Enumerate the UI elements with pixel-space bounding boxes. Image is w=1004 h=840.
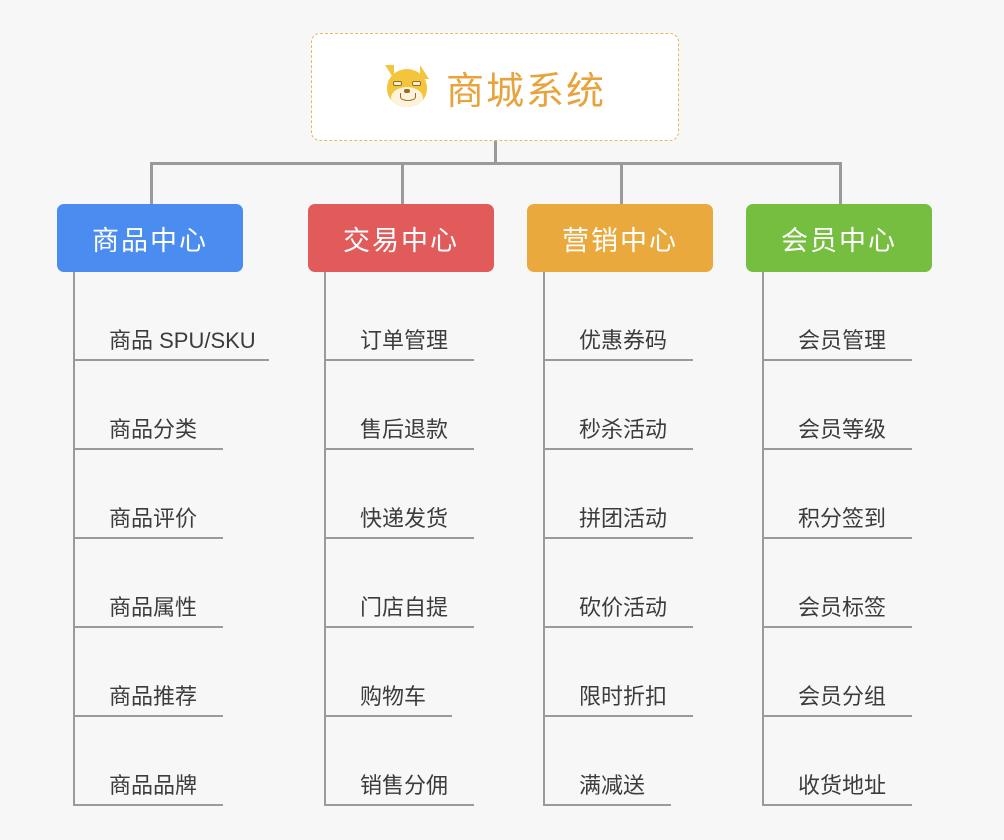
leaf-item[interactable]: 商品属性: [73, 539, 243, 628]
leaf-item-label: 商品推荐: [109, 684, 198, 709]
leaf-item-label: 商品品牌: [109, 773, 198, 798]
category-trade-center[interactable]: 交易中心: [308, 204, 494, 272]
leaf-item-rule: [324, 537, 474, 539]
leaf-item-label: 会员等级: [798, 417, 887, 442]
leaf-item[interactable]: 门店自提: [324, 539, 494, 628]
leaf-item-label: 商品分类: [109, 417, 198, 442]
leaf-item[interactable]: 商品评价: [73, 450, 243, 539]
leaf-item-rule: [762, 359, 912, 361]
leaf-item-label: 商品评价: [109, 506, 198, 531]
category-product-center[interactable]: 商品中心: [57, 204, 243, 272]
shiba-dog-face-icon: [384, 63, 432, 111]
leaf-item[interactable]: 销售分佣: [324, 717, 494, 806]
leaf-item[interactable]: 会员分组: [762, 628, 932, 717]
leaf-item-label: 会员标签: [798, 595, 887, 620]
leaf-item-label: 订单管理: [360, 328, 449, 353]
leaf-item[interactable]: 拼团活动: [543, 450, 713, 539]
leaf-item[interactable]: 收货地址: [762, 717, 932, 806]
leaf-item[interactable]: 限时折扣: [543, 628, 713, 717]
column-trade-center: 交易中心订单管理售后退款快递发货门店自提购物车销售分佣: [308, 204, 494, 806]
leaf-spine-member-center: [762, 272, 764, 806]
leaf-item-rule: [543, 715, 693, 717]
leaf-item-rule: [73, 537, 223, 539]
leaf-item-rule: [762, 626, 912, 628]
leaf-item-label: 会员管理: [798, 328, 887, 353]
leaf-item-rule: [543, 537, 693, 539]
leaf-item-rule: [543, 804, 671, 806]
leaf-item-label: 商品 SPU/SKU: [109, 328, 256, 353]
leaf-item-rule: [324, 626, 474, 628]
leaf-item[interactable]: 购物车: [324, 628, 494, 717]
leaf-item[interactable]: 砍价活动: [543, 539, 713, 628]
connector-drop-product-center: [150, 162, 153, 204]
leaf-item[interactable]: 商品品牌: [73, 717, 243, 806]
connector-stem: [494, 141, 497, 165]
leaf-item[interactable]: 优惠券码: [543, 272, 713, 361]
root-node[interactable]: 商城系统: [311, 33, 679, 141]
leaf-item[interactable]: 会员标签: [762, 539, 932, 628]
column-product-center: 商品中心商品 SPU/SKU 商品分类商品评价商品属性商品推荐商品品牌: [57, 204, 269, 806]
root-title: 商城系统: [445, 70, 606, 113]
leaf-item[interactable]: 秒杀活动: [543, 361, 713, 450]
leaf-item-label: 限时折扣: [579, 684, 668, 709]
connector-drop-marketing-center: [620, 162, 623, 204]
leaf-item-rule: [543, 359, 693, 361]
leaf-item-label: 秒杀活动: [579, 417, 668, 442]
leaf-item[interactable]: 商品 SPU/SKU: [73, 272, 269, 361]
leaf-item-rule: [73, 715, 223, 717]
leaf-item[interactable]: 会员等级: [762, 361, 932, 450]
category-marketing-center[interactable]: 营销中心: [527, 204, 713, 272]
leaf-item-label: 门店自提: [360, 595, 449, 620]
leaf-item-rule: [762, 448, 912, 450]
leaf-item[interactable]: 售后退款: [324, 361, 494, 450]
leaf-list-product-center: 商品 SPU/SKU 商品分类商品评价商品属性商品推荐商品品牌: [73, 272, 269, 806]
leaf-item-label: 收货地址: [798, 773, 887, 798]
leaf-item[interactable]: 快递发货: [324, 450, 494, 539]
leaf-item-label: 会员分组: [798, 684, 887, 709]
leaf-item-rule: [73, 626, 223, 628]
leaf-list-member-center: 会员管理会员等级积分签到会员标签会员分组收货地址: [762, 272, 932, 806]
leaf-item-label: 快递发货: [360, 506, 449, 531]
leaf-item-label: 商品属性: [109, 595, 198, 620]
leaf-item-label: 砍价活动: [579, 595, 668, 620]
leaf-spine-trade-center: [324, 272, 326, 806]
leaf-item-rule: [762, 804, 912, 806]
leaf-item-rule: [762, 715, 912, 717]
leaf-item-rule: [324, 804, 474, 806]
leaf-item-label: 优惠券码: [579, 328, 668, 353]
leaf-item-rule: [324, 359, 474, 361]
leaf-item-rule: [73, 448, 223, 450]
leaf-list-marketing-center: 优惠券码秒杀活动拼团活动砍价活动限时折扣满减送: [543, 272, 713, 806]
leaf-item[interactable]: 积分签到: [762, 450, 932, 539]
leaf-item[interactable]: 满减送: [543, 717, 713, 806]
leaf-list-trade-center: 订单管理售后退款快递发货门店自提购物车销售分佣: [324, 272, 494, 806]
leaf-item-label: 购物车: [360, 684, 427, 709]
leaf-item-rule: [543, 626, 693, 628]
leaf-item-rule: [73, 804, 223, 806]
leaf-item-rule: [762, 537, 912, 539]
connector-drop-member-center: [839, 162, 842, 204]
leaf-item[interactable]: 订单管理: [324, 272, 494, 361]
leaf-spine-marketing-center: [543, 272, 545, 806]
leaf-spine-product-center: [73, 272, 75, 806]
leaf-item-label: 拼团活动: [579, 506, 668, 531]
leaf-item-rule: [543, 448, 693, 450]
leaf-item-label: 销售分佣: [360, 773, 449, 798]
leaf-item[interactable]: 会员管理: [762, 272, 932, 361]
leaf-item-rule: [73, 359, 269, 361]
connector-bar: [150, 162, 840, 165]
column-marketing-center: 营销中心优惠券码秒杀活动拼团活动砍价活动限时折扣满减送: [527, 204, 713, 806]
leaf-item-rule: [324, 448, 474, 450]
leaf-item-label: 售后退款: [360, 417, 449, 442]
category-member-center[interactable]: 会员中心: [746, 204, 932, 272]
leaf-item-label: 积分签到: [798, 506, 887, 531]
leaf-item-label: 满减送: [579, 773, 646, 798]
leaf-item[interactable]: 商品分类: [73, 361, 243, 450]
leaf-item[interactable]: 商品推荐: [73, 628, 243, 717]
connector-drop-trade-center: [401, 162, 404, 204]
leaf-item-rule: [324, 715, 452, 717]
column-member-center: 会员中心会员管理会员等级积分签到会员标签会员分组收货地址: [746, 204, 932, 806]
